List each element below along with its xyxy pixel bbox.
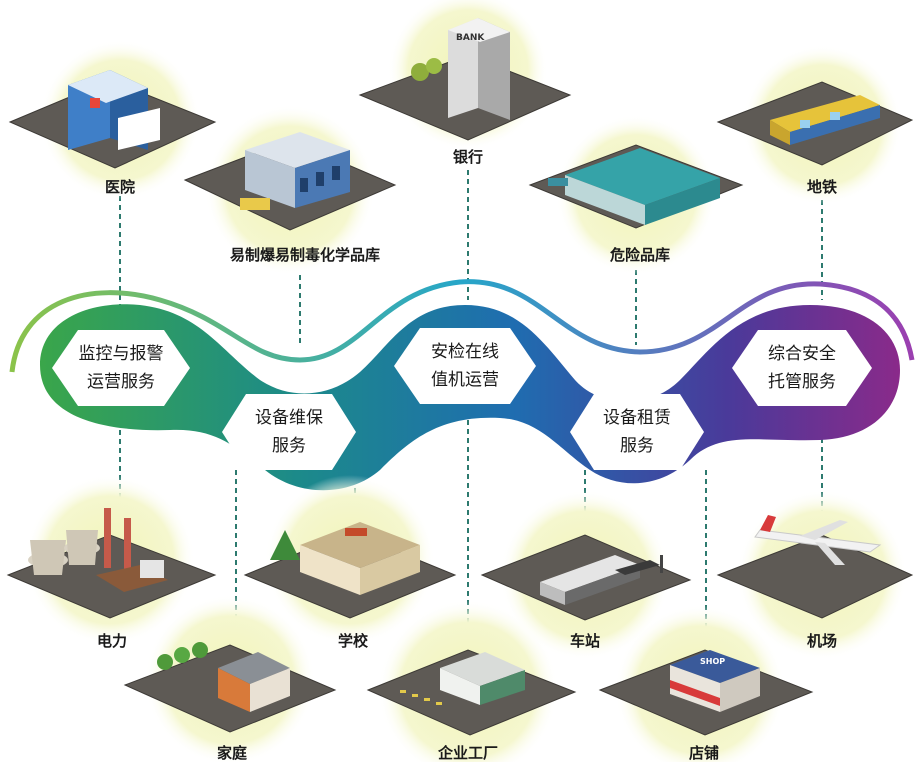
label-power: 电力 (96, 632, 128, 650)
label-shop: 店铺 (688, 744, 720, 762)
hazard-warehouse-icon (548, 148, 720, 225)
label-school: 学校 (337, 632, 369, 650)
service-trusteeship-line2: 托管服务 (768, 372, 836, 392)
service-leasing-line1: 设备租赁 (603, 408, 671, 428)
hex-monitoring (52, 330, 190, 406)
subway-icon (770, 95, 880, 145)
factory-icon (400, 652, 525, 705)
hex-security-check (394, 328, 536, 404)
service-trusteeship-line1: 综合安全 (768, 344, 836, 364)
station-icon (540, 555, 663, 605)
home-icon (157, 642, 290, 712)
service-security-check-line2: 值机运营 (431, 370, 499, 390)
service-trusteeship: 综合安全 托管服务 (768, 340, 836, 396)
hospital-icon (68, 70, 160, 150)
shop-sign: SHOP (700, 657, 725, 666)
power-plant-icon (28, 508, 168, 592)
platform-airport (716, 534, 914, 619)
service-maintenance-line1: 设备维保 (255, 408, 323, 428)
label-factory: 企业工厂 (437, 744, 499, 762)
service-monitoring: 监控与报警 运营服务 (79, 340, 164, 396)
hex-maintenance (222, 394, 356, 470)
shop-icon: SHOP (670, 650, 760, 712)
label-bank: 银行 (452, 148, 484, 166)
label-subway: 地铁 (806, 178, 838, 196)
service-leasing: 设备租赁 服务 (603, 404, 671, 460)
service-hexagons (52, 328, 872, 470)
label-hospital: 医院 (104, 178, 136, 196)
service-security-check: 安检在线 值机运营 (431, 338, 499, 394)
ribbon-outline (9, 279, 915, 373)
hex-leasing (570, 394, 704, 470)
label-home: 家庭 (216, 744, 248, 762)
service-maintenance-line2: 服务 (272, 436, 306, 456)
school-icon (270, 522, 420, 595)
airplane-icon (754, 515, 882, 565)
service-maintenance: 设备维保 服务 (255, 404, 323, 460)
service-monitoring-line1: 监控与报警 (78, 344, 164, 364)
label-hazard-warehouse: 危险品库 (609, 246, 671, 264)
label-station: 车站 (569, 632, 601, 650)
connector-lines (119, 170, 823, 640)
label-chem-warehouse: 易制爆易制毒化学品库 (229, 246, 381, 264)
chem-warehouse-icon (240, 132, 350, 210)
label-airport: 机场 (806, 632, 838, 650)
bank-icon: BANK (411, 18, 510, 120)
service-security-check-line1: 安检在线 (431, 342, 499, 362)
service-leasing-line2: 服务 (620, 436, 654, 456)
service-monitoring-line2: 运营服务 (87, 372, 155, 392)
bank-sign: BANK (456, 33, 485, 43)
hex-trusteeship (732, 330, 872, 406)
